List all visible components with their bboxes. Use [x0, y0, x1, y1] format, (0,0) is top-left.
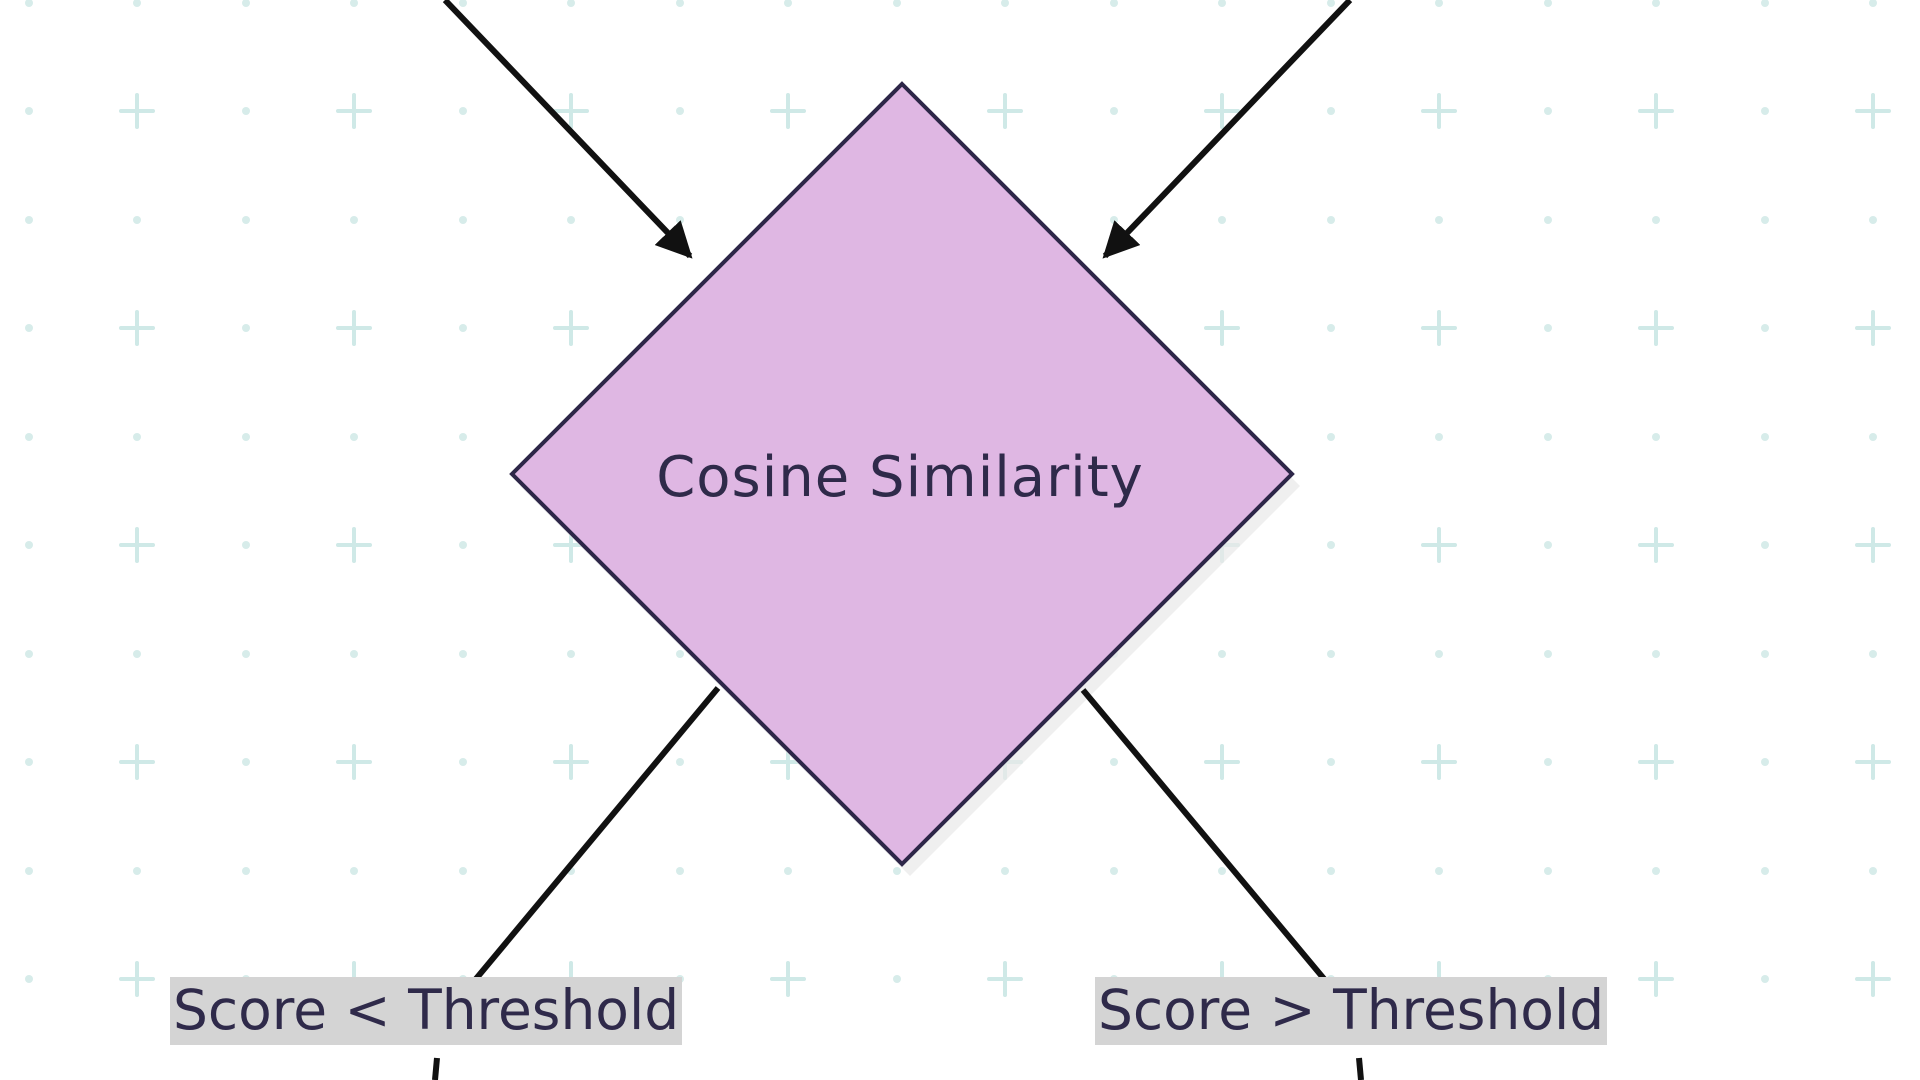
outgoing-edge-left-continuation — [432, 1057, 440, 1080]
outgoing-edge-right-continuation — [1356, 1057, 1364, 1080]
edge-label-score-below-threshold: Score < Threshold — [170, 977, 683, 1045]
incoming-edge-left — [442, 0, 693, 259]
decision-node-label: Cosine Similarity — [656, 445, 1144, 510]
decision-diamond[interactable] — [509, 81, 1295, 867]
outgoing-edge-left — [472, 686, 721, 982]
edge-label-score-above-threshold: Score > Threshold — [1095, 977, 1608, 1045]
outgoing-edge-right — [1080, 688, 1328, 982]
incoming-edge-right — [1102, 0, 1353, 259]
